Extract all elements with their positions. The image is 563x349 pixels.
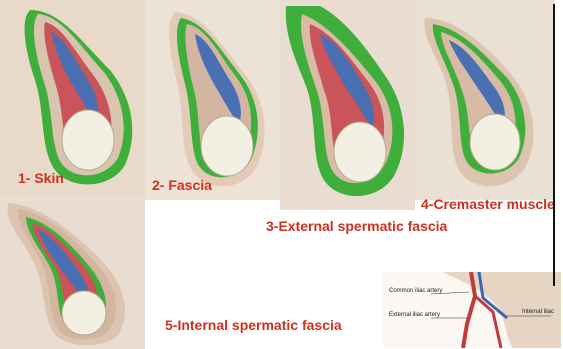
- scrotal-layers-illustration-3: [280, 0, 415, 210]
- scrotal-layers-illustration-1: [0, 0, 145, 195]
- iliac-artery-inset: Common iliac artery External iliac arter…: [383, 272, 561, 348]
- panel-external-spermatic-fascia: [280, 0, 415, 210]
- scrotal-layers-illustration-5: [0, 195, 145, 349]
- panel-internal-spermatic-fascia: [0, 195, 145, 349]
- caption-cremaster-muscle: 4-Cremaster muscle: [421, 196, 555, 212]
- panel-fascia: [145, 0, 280, 200]
- caption-external-spermatic-fascia: 3-External spermatic fascia: [266, 218, 447, 234]
- caption-skin: 1- Skin: [18, 170, 64, 186]
- label-internal-iliac: Internal iliac: [522, 309, 554, 315]
- panel-cremaster-muscle: [415, 0, 555, 200]
- divider-line: [553, 4, 555, 286]
- panel-skin: [0, 0, 145, 195]
- label-common-iliac-artery: Common iliac artery: [389, 288, 442, 294]
- caption-fascia: 2- Fascia: [152, 177, 212, 193]
- scrotal-layers-illustration-2: [145, 0, 280, 200]
- scrotal-layers-illustration-4: [415, 0, 555, 200]
- label-external-iliac-artery: External iliac artery: [389, 312, 440, 318]
- caption-internal-spermatic-fascia: 5-Internal spermatic fascia: [165, 317, 342, 333]
